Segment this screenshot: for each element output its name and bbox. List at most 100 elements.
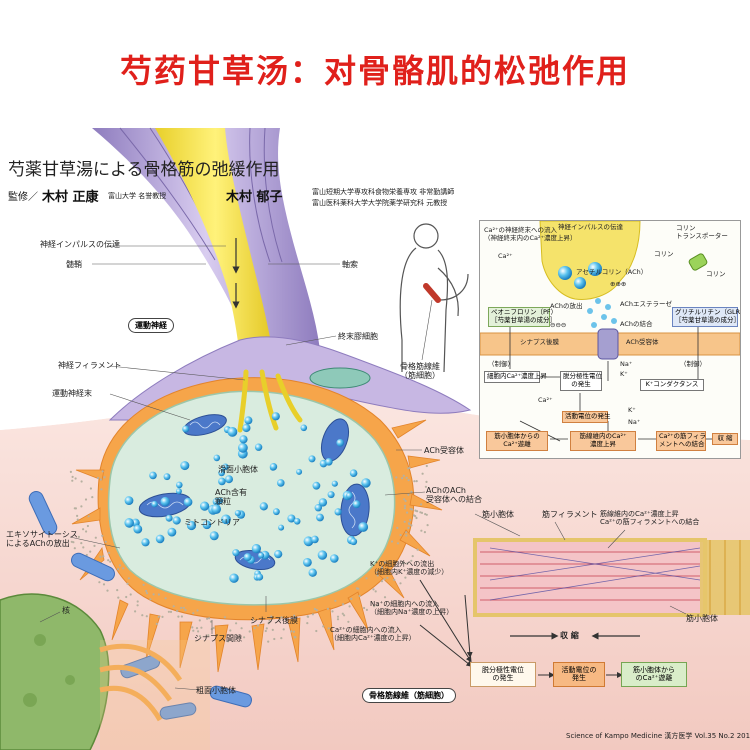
vesicle <box>350 538 358 546</box>
ach-dot <box>376 574 379 577</box>
ach-dot <box>315 609 318 612</box>
ach-dot <box>407 526 410 530</box>
ach-dot <box>126 582 129 585</box>
supervisor-name: 木村 正康 <box>42 190 99 205</box>
vesicle <box>274 550 283 559</box>
ach-dot <box>424 485 427 488</box>
ach-dot <box>167 610 170 613</box>
ach-dot <box>107 559 110 562</box>
label-sr-2: 筋小胞体 <box>686 614 718 623</box>
vesicle <box>212 498 221 506</box>
ach-dot <box>235 622 238 625</box>
vesicle <box>227 427 238 437</box>
ach-dot <box>416 510 419 513</box>
vesicle <box>141 538 150 547</box>
ach-dot <box>180 606 183 610</box>
ach-dot <box>311 613 314 616</box>
vesicle <box>258 552 265 559</box>
ach-dot <box>280 616 283 619</box>
ach-dot <box>87 515 90 518</box>
label-contraction: 収 縮 <box>560 631 579 640</box>
ach-dot <box>415 516 418 520</box>
vesicle <box>151 500 158 508</box>
inset-contract: 収 縮 <box>712 433 738 445</box>
ach-dot <box>347 620 350 623</box>
label-ca-rise: 筋線維内のCa²⁺濃度上昇 Ca²⁺の筋フィラメントへの結合 <box>600 510 700 527</box>
ach-dot <box>282 628 285 631</box>
ach-dot <box>103 476 106 479</box>
vesicle <box>175 488 182 495</box>
ach-dot <box>407 522 411 525</box>
vesicle <box>349 469 358 478</box>
inset-ach-esterase: AChエステラーゼ <box>620 300 672 308</box>
ach-dot <box>409 519 412 522</box>
inset-ach-receptor: ACh受容体 <box>626 338 659 346</box>
vesicle <box>277 479 285 487</box>
ach-dot <box>82 528 85 531</box>
label-k-out: K⁺の細胞外への流出 （細胞内K⁺濃度の減少） <box>370 560 449 577</box>
vesicle <box>229 573 239 583</box>
vesicle <box>163 473 171 481</box>
ach-dot <box>290 630 293 633</box>
ach-dot <box>405 476 408 479</box>
vesicle <box>160 496 170 507</box>
ach-dot <box>84 498 88 501</box>
label-ach-binding: AChのACh 受容体への結合 <box>426 486 482 505</box>
ach-dot <box>251 618 254 622</box>
ach-dot <box>200 626 203 629</box>
ach-dot <box>134 610 137 613</box>
author-affil-2: 富山医科薬科大学大学院薬学研究科 元教授 <box>312 199 448 207</box>
inset-plus: ⊕⊕⊕ <box>610 280 627 288</box>
ach-dot <box>73 507 76 510</box>
ach-dot <box>420 511 424 514</box>
ach-dot <box>399 533 402 537</box>
vesicle <box>278 524 285 531</box>
rough-er <box>99 643 183 722</box>
human-silhouette-icon <box>399 223 469 373</box>
vesicle <box>221 514 231 525</box>
label-myelin: 髄鞘 <box>66 260 82 269</box>
ach-dot <box>100 488 103 491</box>
vesicle <box>242 423 251 433</box>
ach-dot <box>326 607 329 610</box>
ach-dot <box>265 627 268 630</box>
ach-dot <box>373 605 376 608</box>
label-synaptic-cleft: シナプス間隙 <box>194 634 242 643</box>
vesicle <box>259 502 268 511</box>
ach-dot <box>358 594 361 598</box>
vesicle <box>165 514 173 522</box>
vesicle <box>182 425 190 433</box>
ach-dot <box>383 578 386 581</box>
ach-dot <box>122 567 125 570</box>
ach-dot <box>396 542 400 545</box>
ach-dot <box>407 493 410 496</box>
ach-dot <box>77 535 80 539</box>
ach-dot <box>267 640 270 643</box>
ach-dot <box>74 477 77 480</box>
vesicle <box>244 416 253 425</box>
label-mitochondria: ミトコンドリア <box>184 518 240 527</box>
ach-dot <box>406 562 409 565</box>
ach-dot <box>270 615 273 618</box>
junctional-folds <box>71 419 443 673</box>
ach-dot <box>89 550 92 553</box>
vesicle <box>124 496 134 505</box>
vesicle <box>269 463 278 471</box>
ach-dot <box>172 605 175 608</box>
vesicle <box>234 509 241 517</box>
label-smooth-er: 滑面小胞体 <box>218 465 258 474</box>
author-name: 木村 郁子 <box>226 190 283 205</box>
label-axon: 軸索 <box>342 260 358 269</box>
ach-dot <box>93 544 96 548</box>
ach-dot <box>101 470 104 473</box>
ach-dot <box>410 490 413 493</box>
choline-transporter-icon <box>688 253 708 271</box>
vesicle <box>325 458 333 466</box>
vesicle <box>361 478 371 488</box>
flow-action-potential: 活動電位の 発生 <box>553 662 605 687</box>
ach-dot <box>80 505 83 508</box>
ach-dot <box>229 629 232 632</box>
vesicle <box>293 518 301 525</box>
ach-dot <box>405 531 408 534</box>
ach-dot <box>191 626 194 629</box>
